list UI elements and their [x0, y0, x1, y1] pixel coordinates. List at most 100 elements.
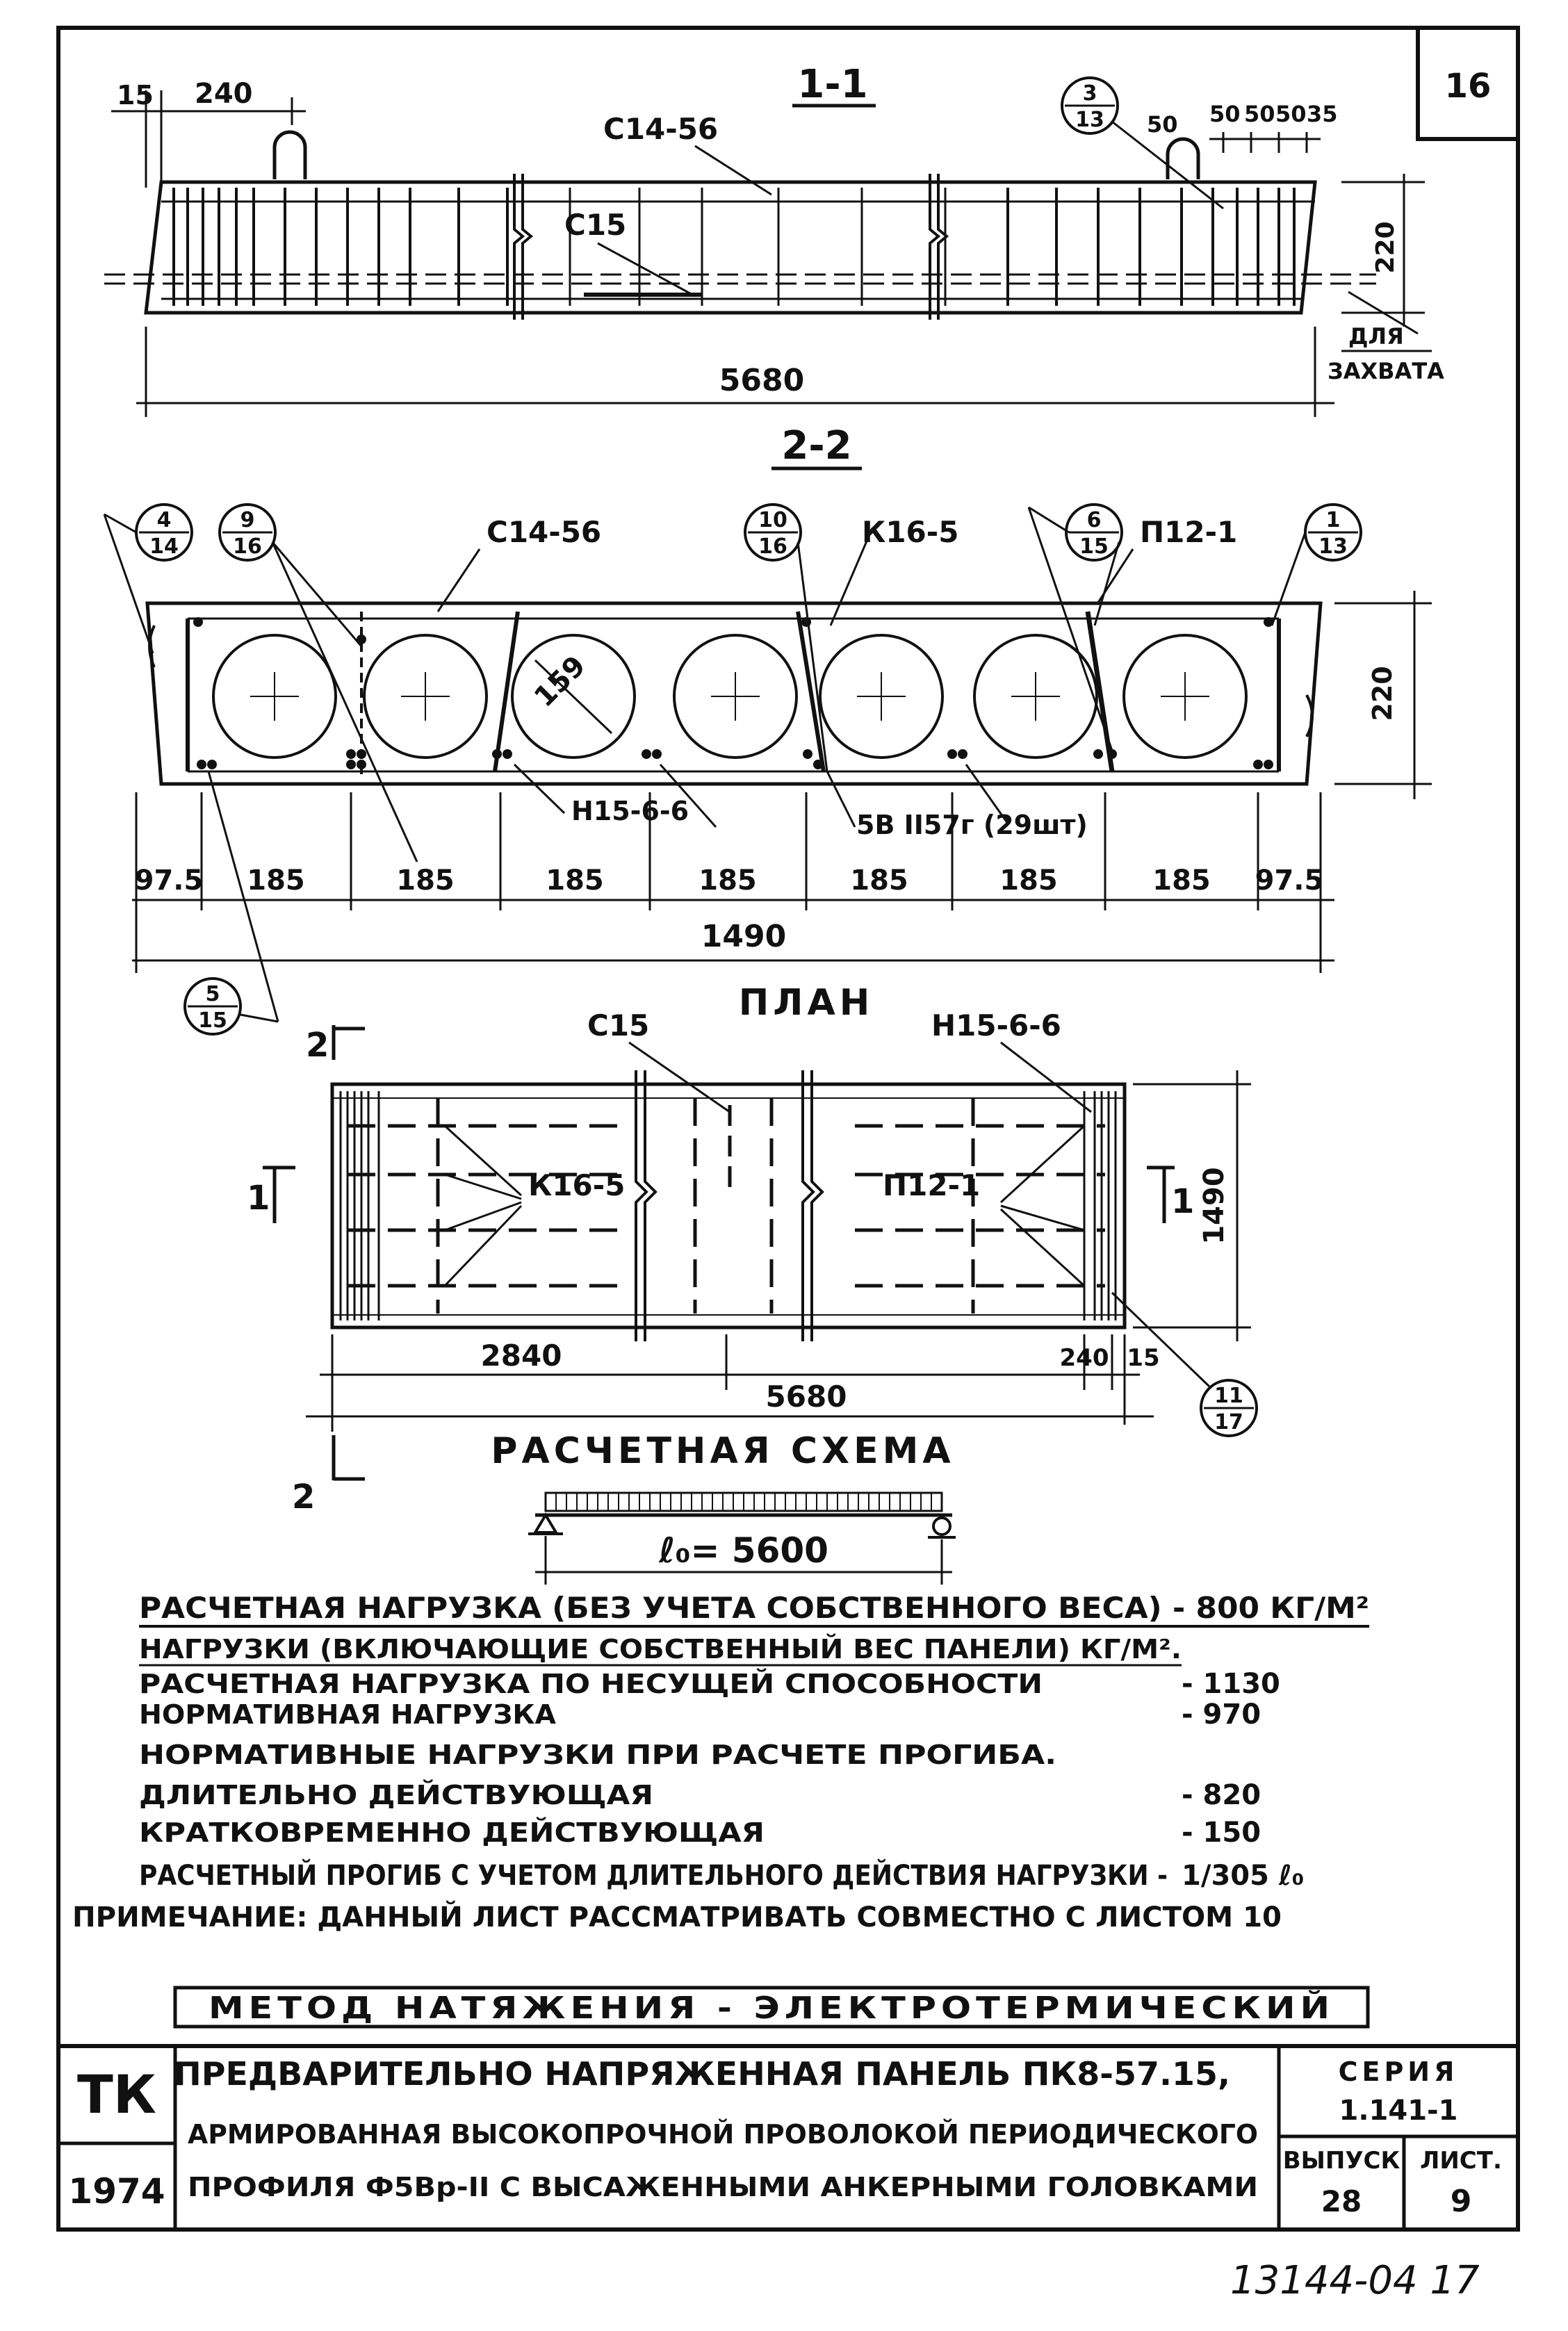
section-2-2-title: 2-2: [781, 423, 851, 468]
plan-dim-240: 240: [1060, 1344, 1109, 1372]
section-1-1-title: 1-1: [797, 62, 867, 107]
deflection-value: 1/305 ℓ₀: [1182, 1860, 1304, 1892]
load-row-1-value: - 970: [1182, 1699, 1261, 1731]
load-row-3-value: - 820: [1182, 1779, 1261, 1811]
callout-11-17-bottom: 17: [1214, 1410, 1243, 1434]
callout-10-16-bottom: 16: [758, 534, 787, 559]
cut-2-top: 2: [306, 1026, 329, 1065]
label-n15-6-6: Н15-6-6: [571, 796, 689, 826]
sheet-value: 9: [1451, 2184, 1472, 2219]
plan-label-k16: К16-5: [528, 1168, 625, 1202]
title-line-3: ПРОФИЛЯ Ф5Вр-ІІ С ВЫСАЖЕННЫМИ АНКЕРНЫМИ …: [188, 2172, 1258, 2202]
callout-1-13-top: 1: [1326, 508, 1341, 532]
title-block: ТК 1974 ПРЕДВАРИТЕЛЬНО НАПРЯЖЕННАЯ ПАНЕЛ…: [58, 2044, 1518, 2230]
note-line: ПРИМЕЧАНИЕ: ДАННЫЙ ЛИСТ РАССМАТРИВАТЬ СО…: [72, 1900, 1282, 1933]
spacing-8: 97.5: [1255, 865, 1324, 897]
title-line-1: ПРЕДВАРИТЕЛЬНО НАПРЯЖЕННАЯ ПАНЕЛЬ ПК8-57…: [174, 2055, 1230, 2093]
load-row-4-label: КРАТКОВРЕМЕННО ДЕЙСТВУЮЩАЯ: [139, 1817, 765, 1848]
series-value: 1.141-1: [1339, 2095, 1458, 2127]
section-2-2: 2-2 159: [103, 423, 1432, 1036]
dim-height-2-2: 220: [1367, 666, 1398, 721]
sheet-corner-box: [1416, 26, 1520, 141]
method-text: МЕТОД НАТЯЖЕНИЯ - ЭЛЕКТРОТЕРМИЧЕСКИЙ: [209, 1989, 1334, 2026]
issue-value: 28: [1321, 2184, 1362, 2218]
load-row-0-label: РАСЧЕТНАЯ НАГРУЗКА ПО НЕСУЩЕЙ СПОСОБНОСТ…: [139, 1669, 1043, 1699]
label-c15: С15: [564, 208, 626, 242]
dim-r2: 50: [1209, 101, 1241, 127]
note-grip-2: ЗАХВАТА: [1328, 358, 1444, 384]
load-row-3-label: ДЛИТЕЛЬНО ДЕЙСТВУЮЩАЯ: [139, 1780, 653, 1810]
plan-label-c15: С15: [587, 1008, 649, 1042]
dim-r4: 50: [1275, 101, 1307, 127]
dim-r5: 35: [1307, 101, 1338, 127]
dim-240: 240: [195, 78, 253, 110]
dim-width-1490: 1490: [701, 919, 786, 954]
callout-9-16-bottom: 16: [233, 534, 262, 559]
cut-1-right: 1: [1171, 1182, 1194, 1221]
dim-height-1-1: 220: [1371, 221, 1400, 273]
sheet-label: ЛИСТ.: [1420, 2147, 1502, 2175]
label-wire: 5В ІІ57г (29шт): [856, 810, 1088, 840]
spacing-2: 185: [396, 865, 455, 897]
scheme-title: РАСЧЕТНАЯ СХЕМА: [491, 1430, 954, 1472]
spacing-0: 97.5: [135, 865, 204, 897]
spacing-6: 185: [999, 865, 1058, 897]
callout-4-14-top: 4: [157, 508, 172, 532]
issue-label: ВЫПУСК: [1283, 2147, 1400, 2175]
callout-10-16-top: 10: [758, 508, 787, 532]
year: 1974: [68, 2171, 165, 2211]
deflection-label: РАСЧЕТНЫЙ ПРОГИБ С УЧЕТОМ ДЛИТЕЛЬНОГО ДЕ…: [139, 1858, 1168, 1892]
plan-label-n15: Н15-6-6: [931, 1008, 1061, 1042]
dim-r1: 50: [1147, 111, 1178, 138]
sheet-corner-number: 16: [1445, 67, 1492, 106]
spacing-5: 185: [850, 865, 908, 897]
cut-2-bottom: 2: [292, 1478, 315, 1516]
callout-6-15-top: 6: [1087, 508, 1102, 532]
sheet-frame: [56, 26, 1520, 2232]
callout-5-15-bottom: 15: [198, 1008, 227, 1033]
label-c14-56-b: С14-56: [487, 515, 601, 549]
plan-dim-1490: 1490: [1198, 1167, 1230, 1244]
spacing-3: 185: [546, 865, 604, 897]
scheme-span: ℓ₀= 5600: [658, 1530, 828, 1571]
load-row-2-label: НОРМАТИВНЫЕ НАГРУЗКИ ПРИ РАСЧЕТЕ ПРОГИБА…: [139, 1740, 1056, 1770]
plan-dim-15: 15: [1127, 1344, 1159, 1372]
load-line-2: НАГРУЗКИ (ВКЛЮЧАЮЩИЕ СОБСТВЕННЫЙ ВЕС ПАН…: [139, 1634, 1182, 1665]
callout-4-14-bottom: 14: [149, 534, 179, 559]
series-label: СЕРИЯ: [1339, 2056, 1459, 2087]
callout-3-13-bottom: 13: [1075, 108, 1104, 132]
plan-label-p12: П12-1: [883, 1168, 980, 1202]
plan-dim-2840: 2840: [481, 1339, 562, 1373]
plan-view: ПЛАН 2 2 1 1: [247, 982, 1258, 1516]
callout-6-15-bottom: 15: [1079, 534, 1109, 559]
dim-length-1-1: 5680: [719, 363, 804, 398]
label-c14-56: С14-56: [603, 112, 718, 146]
archive-number: 13144-04 17: [1230, 2258, 1480, 2303]
load-row-4-value: - 150: [1182, 1817, 1261, 1849]
load-notes: РАСЧЕТНАЯ НАГРУЗКА (БЕЗ УЧЕТА СОБСТВЕННО…: [72, 1591, 1370, 2029]
load-line-1: РАСЧЕТНАЯ НАГРУЗКА (БЕЗ УЧЕТА СОБСТВЕННО…: [139, 1591, 1369, 1625]
callout-11-17-top: 11: [1214, 1384, 1243, 1408]
dim-r3: 50: [1244, 101, 1275, 127]
spacing-7: 185: [1152, 865, 1211, 897]
load-row-1-label: НОРМАТИВНАЯ НАГРУЗКА: [139, 1699, 557, 1730]
callout-1-13-bottom: 13: [1318, 534, 1348, 559]
spacing-4: 185: [699, 865, 757, 897]
callout-5-15-top: 5: [206, 982, 220, 1006]
cut-1-left: 1: [247, 1179, 270, 1218]
title-line-2: АРМИРОВАННАЯ ВЫСОКОПРОЧНОЙ ПРОВОЛОКОЙ ПЕ…: [188, 2119, 1258, 2150]
section-1-1: 1-1: [104, 62, 1444, 417]
load-row-0-value: - 1130: [1182, 1668, 1280, 1700]
label-p12-1: П12-1: [1140, 515, 1237, 549]
design-scheme: РАСЧЕТНАЯ СХЕМА: [491, 1430, 956, 1585]
plan-dim-5680: 5680: [766, 1380, 847, 1414]
callout-3-13-top: 3: [1083, 81, 1097, 106]
label-k16-5: К16-5: [862, 515, 958, 549]
org-tk: ТК: [77, 2063, 156, 2125]
note-grip-1: ДЛЯ: [1348, 323, 1404, 350]
spacing-1: 185: [247, 865, 305, 897]
plan-title: ПЛАН: [739, 982, 874, 1024]
callout-9-16-top: 9: [240, 508, 255, 532]
dim-15: 15: [117, 80, 154, 111]
